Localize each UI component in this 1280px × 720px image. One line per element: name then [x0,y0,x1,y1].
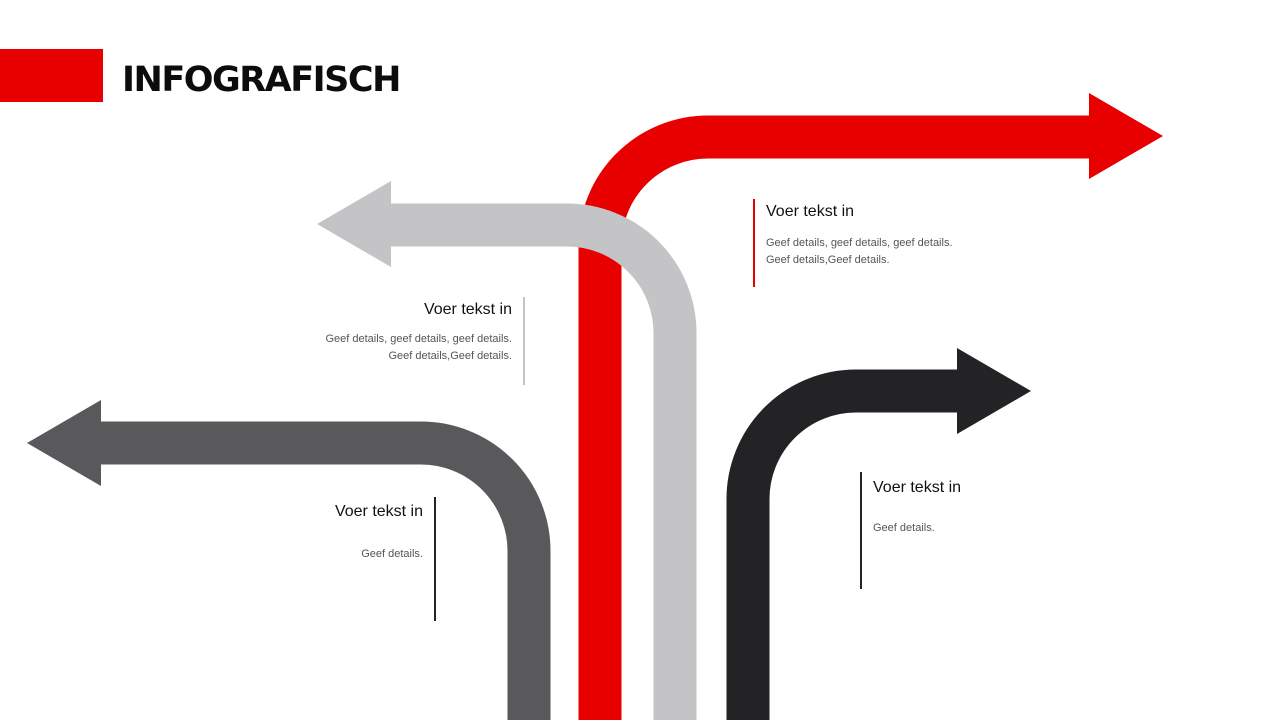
callout-black: Voer tekst in Geef details. [860,472,1060,589]
arrow-black-shaft [726,369,963,720]
callout-heading: Voer tekst in [334,503,423,520]
arrow-red-head [1089,93,1163,179]
detail-line: Geef details, geef details, geef details… [325,333,512,345]
callout-heading: Voer tekst in [423,301,512,318]
arrow-dark-gray-head [27,400,101,486]
callout-details: Geef details. [361,548,423,560]
arrow-dark-gray-shaft [95,421,551,720]
callout-rule [434,497,436,621]
callout-details: Geef details, geef details, geef details… [766,235,953,268]
callout-details: Geef details. [873,522,935,534]
arrow-light-gray [317,181,697,720]
callout-rule [523,297,525,385]
callout-heading: Voer tekst in [873,479,962,496]
callout-rule [753,199,755,287]
page-title: INFOGRAFISCH [122,60,401,100]
detail-line: Geef details,Geef details. [766,253,890,266]
accent-bar [0,49,103,102]
detail-line: Geef details,Geef details. [388,349,512,362]
arrow-black-head [957,348,1031,434]
callout-heading: Voer tekst in [766,203,855,220]
callout-dark-gray: Voer tekst in Geef details. [290,497,436,621]
arrow-light-gray-shaft [385,203,697,720]
arrow-dark-gray [27,400,551,720]
arrow-black [726,348,1031,720]
callout-rule [860,472,862,589]
callout-red: Voer tekst in Geef details, geef details… [753,199,1013,287]
callout-details: Geef details, geef details, geef details… [325,331,512,364]
detail-line: Geef details, geef details, geef details… [766,237,953,249]
arrow-light-gray-head [317,181,391,267]
callout-light-gray: Voer tekst in Geef details, geef details… [300,297,525,385]
